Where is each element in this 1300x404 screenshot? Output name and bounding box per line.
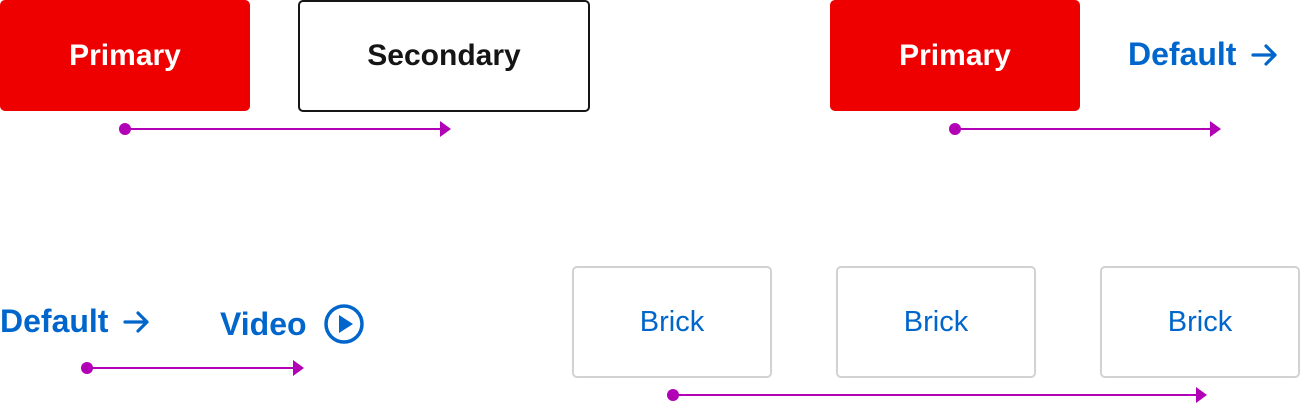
arrow-right-icon: [1250, 40, 1280, 70]
play-circle-icon: [323, 303, 365, 345]
default-link-label: Default: [0, 303, 109, 339]
arrow-right-icon: [122, 307, 152, 337]
default-link[interactable]: Default: [1128, 36, 1280, 73]
brick-button[interactable]: Brick: [572, 266, 772, 378]
default-link[interactable]: Default: [0, 303, 152, 340]
brick-button[interactable]: Brick: [1100, 266, 1300, 378]
default-link-label: Default: [1128, 36, 1237, 72]
primary-button[interactable]: Primary: [0, 0, 250, 111]
brick-button[interactable]: Brick: [836, 266, 1036, 378]
flow-arrow: [949, 121, 1221, 137]
video-link[interactable]: Video: [220, 303, 365, 345]
secondary-button[interactable]: Secondary: [298, 0, 590, 112]
video-link-label: Video: [220, 305, 307, 342]
flow-arrow: [119, 121, 451, 137]
flow-arrow: [667, 387, 1207, 403]
flow-arrow: [81, 360, 304, 376]
primary-button[interactable]: Primary: [830, 0, 1080, 111]
